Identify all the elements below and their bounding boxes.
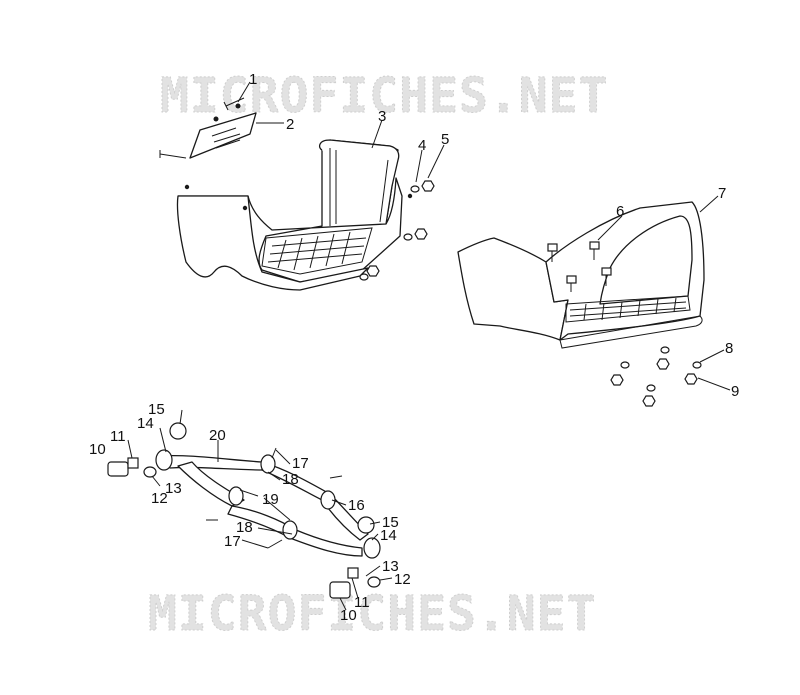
callout-17-bottom: 17 (224, 533, 241, 550)
callout-9: 9 (731, 383, 739, 400)
callout-11-right: 11 (354, 594, 370, 611)
bolt-icon (159, 97, 245, 159)
callout-6: 6 (616, 203, 624, 220)
bolt-icon (547, 241, 612, 292)
callout-2: 2 (286, 116, 294, 133)
watermark-top: MICROFICHES.NET (160, 68, 608, 124)
callout-10-right: 10 (340, 607, 357, 624)
heat-shield (189, 103, 257, 159)
callout-12-left: 12 (151, 490, 168, 507)
callout-15-right: 15 (382, 514, 399, 531)
right-footwell (457, 201, 705, 349)
callout-15-left: 15 (148, 401, 165, 418)
callout-leaders (127, 81, 731, 611)
callout-20: 20 (209, 427, 226, 444)
washer-icon (359, 185, 420, 281)
callout-10-left: 10 (89, 441, 106, 458)
callout-14-left: 14 (137, 415, 154, 432)
washer-icon (620, 346, 702, 392)
callout-14-right: 14 (380, 527, 397, 544)
callout-19: 19 (262, 491, 279, 508)
callout-4: 4 (418, 137, 426, 154)
nut-icon (366, 180, 435, 277)
callout-5: 5 (441, 131, 449, 148)
callout-17-top: 17 (292, 455, 309, 472)
callout-18-top: 18 (282, 471, 299, 488)
callout-8: 8 (725, 340, 733, 357)
footrest-bracket (107, 422, 381, 599)
callout-16: 16 (348, 497, 365, 514)
callout-3: 3 (378, 108, 386, 125)
left-footwell (176, 139, 413, 291)
callout-13-left: 13 (165, 480, 182, 497)
callout-18-bottom: 18 (236, 519, 253, 536)
nut-icon (610, 358, 698, 407)
callout-11-left: 11 (110, 428, 126, 445)
callout-12-right: 12 (394, 571, 411, 588)
watermark-bottom: MICROFICHES.NET (148, 586, 596, 642)
callout-13-right: 13 (382, 558, 399, 575)
callout-1: 1 (249, 71, 257, 88)
callout-7: 7 (718, 185, 726, 202)
